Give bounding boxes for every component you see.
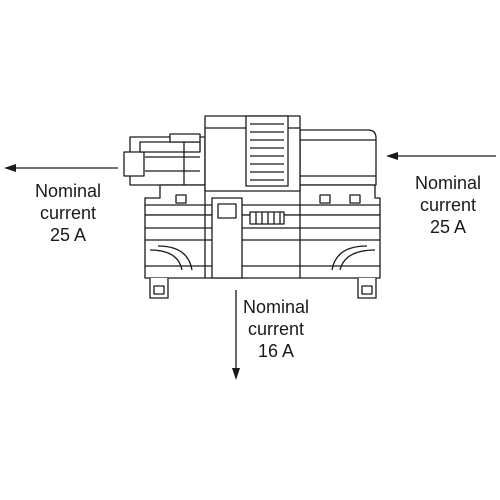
label-nominal-current-bottom: Nominal current 16 A [222,296,330,362]
label-value: 25 A [49,225,87,245]
label-line: current [419,195,477,215]
label-line: Nominal [242,297,310,317]
central-tower [204,115,301,192]
label-line: Nominal [414,173,482,193]
label-nominal-current-right: Nominal current 25 A [394,172,500,238]
label-value: 16 A [257,341,295,361]
left-plug [123,133,206,186]
label-value: 25 A [429,217,467,237]
arrow-right [386,152,496,160]
arrow-left [4,164,118,172]
label-line: current [39,203,97,223]
housing-feet [149,278,377,299]
right-plug [299,129,377,186]
label-line: Nominal [34,181,102,201]
arrow-down [232,290,240,380]
housing-lower [144,197,381,279]
label-line: current [247,319,305,339]
housing-upper [144,184,381,216]
label-nominal-current-left: Nominal current 25 A [14,180,122,246]
